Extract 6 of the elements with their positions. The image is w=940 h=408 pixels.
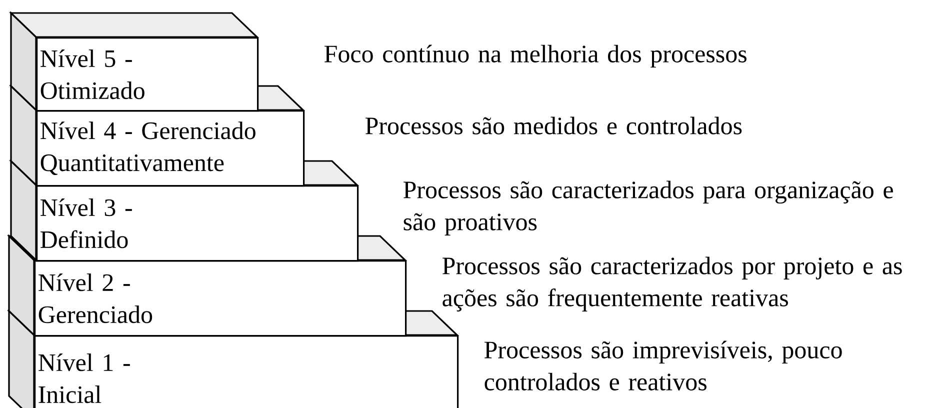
description-text: Processos são medidos e controlados — [366, 116, 742, 134]
step-block: Nível 5 - Otimizado — [9, 11, 259, 112]
description-text: Processos são imprevisíveis, pouco controlados e reativos — [484, 340, 842, 390]
description-text: Foco contínuo na melhoria dos processos — [324, 44, 746, 68]
description-text: Processos são caracterizados por projeto e as ações são frequentemente reativas — [442, 256, 902, 312]
description-text: Processos são caracterizados para organização e são proativos — [404, 180, 893, 236]
